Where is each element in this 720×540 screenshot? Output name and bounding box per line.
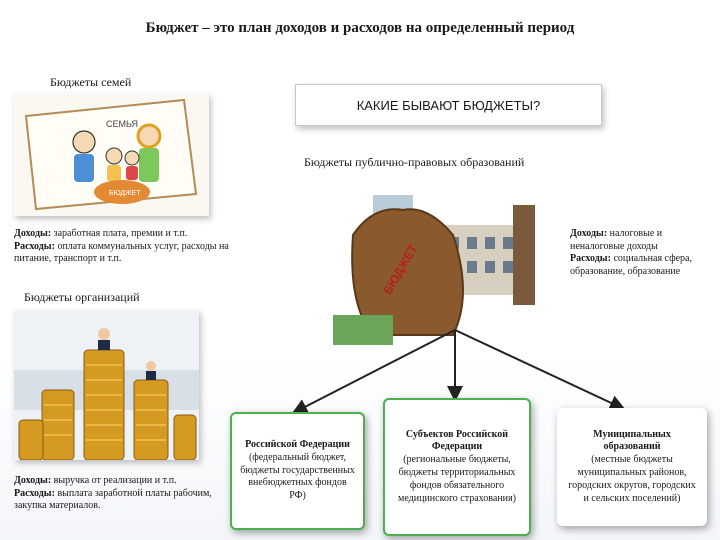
card-municipal-title: Муниципальных образований bbox=[593, 428, 671, 453]
budget-bag-drawing: БЮДЖЕТ bbox=[333, 185, 563, 345]
family-drawing: СЕМЬЯ БЮДЖЕТ bbox=[14, 94, 209, 216]
card-federal-text: (федеральный бюджет, бюджеты государстве… bbox=[240, 451, 355, 502]
org-description: Доходы: выручка от реализации и т.п. Рас… bbox=[14, 475, 212, 511]
card-federal: Российской Федерации (федеральный бюджет… bbox=[230, 412, 365, 530]
question-box: КАКИЕ БЫВАЮТ БЮДЖЕТЫ? bbox=[295, 84, 602, 126]
arrow-federal bbox=[291, 329, 456, 414]
family-description: Доходы: заработная плата, премии и т.п. … bbox=[14, 228, 229, 264]
card-regional: Субъектов Российской Федерации (регионал… bbox=[383, 398, 531, 536]
family-heading: Бюджеты семей bbox=[50, 75, 132, 89]
page-title: Бюджет – это план доходов и расходов на … bbox=[145, 20, 575, 36]
card-regional-title: Субъектов Российской Федерации bbox=[405, 428, 509, 453]
coins-drawing bbox=[14, 310, 199, 460]
family-budget-label: БЮДЖЕТ bbox=[109, 190, 141, 197]
public-heading: Бюджеты публично-правовых образований bbox=[304, 155, 525, 169]
card-regional-text: (региональные бюджеты, бюджеты территори… bbox=[398, 454, 516, 504]
card-municipal: Муниципальных образований (местные бюдже… bbox=[557, 408, 707, 526]
org-image bbox=[14, 310, 199, 460]
card-federal-title: Российской Федерации bbox=[245, 439, 350, 450]
org-heading: Бюджеты организаций bbox=[24, 290, 140, 304]
family-image-label: СЕМЬЯ bbox=[106, 119, 138, 129]
card-municipal-text: (местные бюджеты муниципальных районов, … bbox=[568, 454, 696, 504]
family-image: СЕМЬЯ БЮДЖЕТ bbox=[14, 94, 209, 216]
public-image: БЮДЖЕТ bbox=[333, 185, 563, 345]
public-description: Доходы: налоговые и неналоговые доходы Р… bbox=[570, 228, 692, 277]
arrow-municipal bbox=[454, 329, 626, 411]
